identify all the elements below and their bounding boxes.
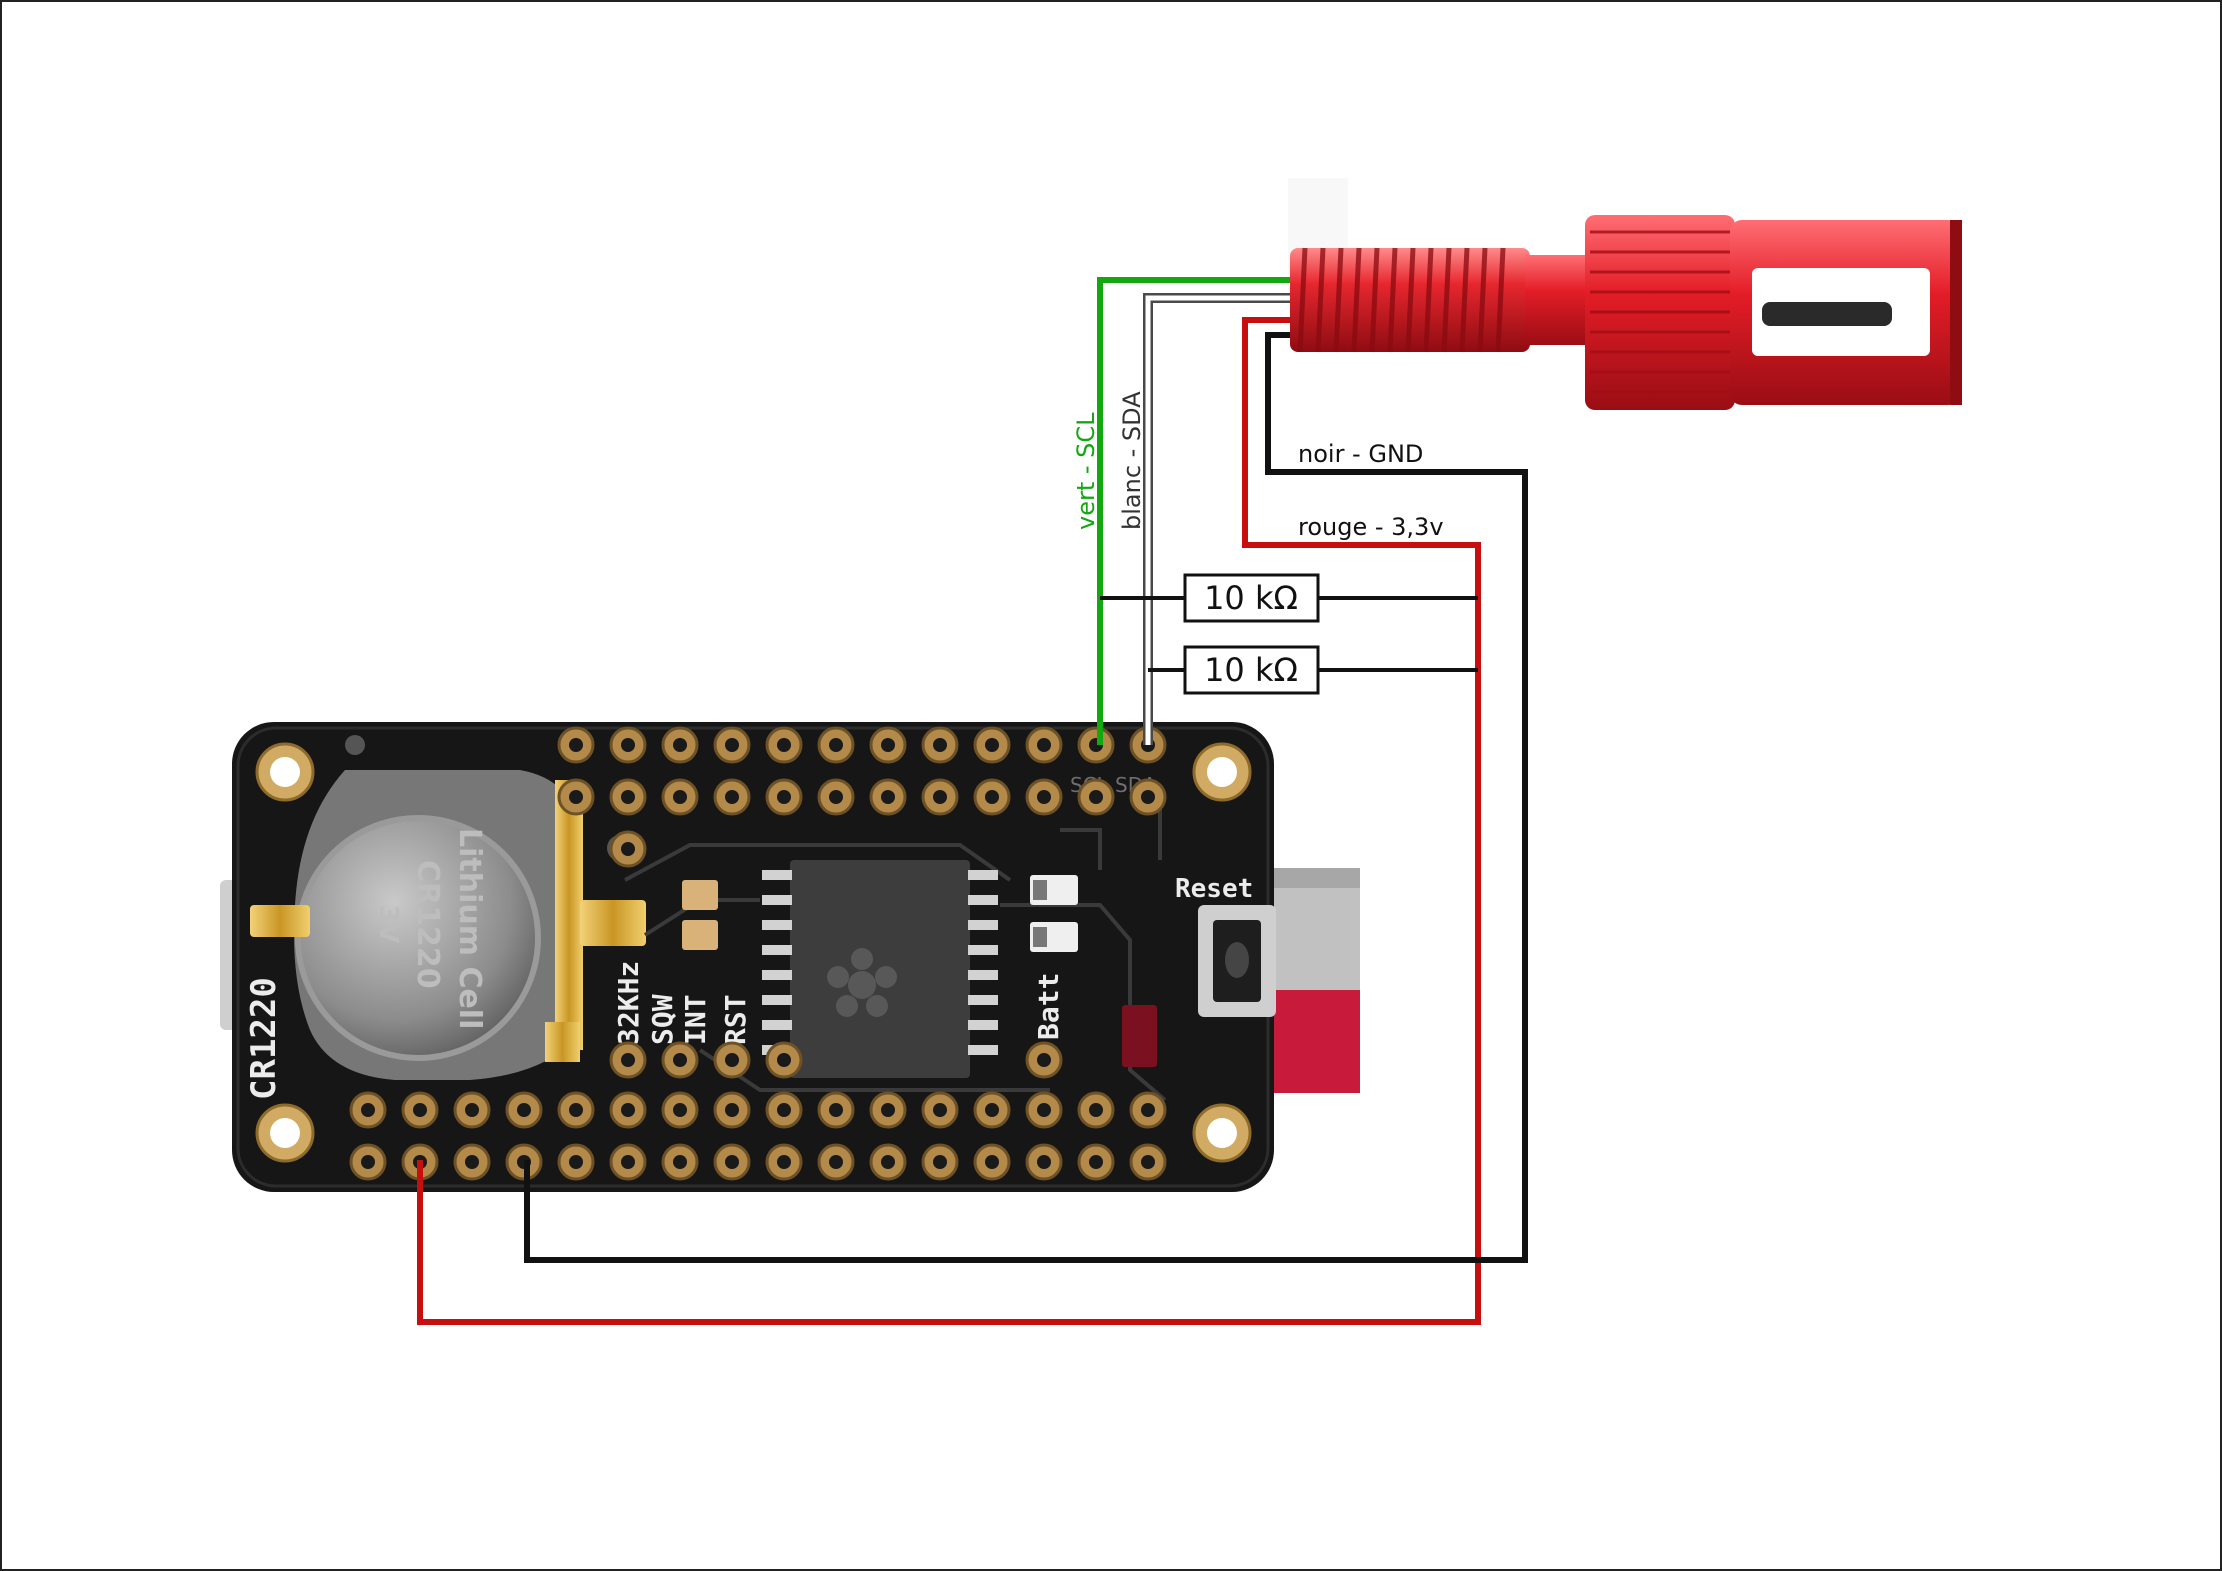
- header-pad-hole: [621, 1053, 635, 1067]
- header-pad-hole: [933, 1103, 947, 1117]
- header-pad-hole: [621, 1155, 635, 1169]
- reset-label: Reset: [1175, 874, 1253, 904]
- header-pad-hole: [517, 1103, 531, 1117]
- cell-text-voltage: 3V: [373, 905, 403, 943]
- header-pad-hole: [361, 1155, 375, 1169]
- header-pad-hole: [933, 1155, 947, 1169]
- header-pad-hole: [1037, 1155, 1051, 1169]
- header-pad-hole: [1037, 1103, 1051, 1117]
- pin-label-int: INT: [679, 994, 712, 1045]
- cell-text-lithium: Lithium Cell: [452, 828, 487, 1029]
- resistor-1: 10 kΩ: [1183, 573, 1320, 623]
- cell-text-model: CR1220: [410, 860, 445, 989]
- pin-label-32khz: 32KHz: [612, 961, 645, 1045]
- header-pad-hole: [569, 1155, 583, 1169]
- header-pad-hole: [1037, 790, 1051, 804]
- pin-label-rst: RST: [719, 994, 752, 1045]
- header-pad-hole: [465, 1103, 479, 1117]
- scl-wire-label: vert - SCL: [1072, 412, 1100, 530]
- header-pad-hole: [673, 1053, 687, 1067]
- header-pad-hole: [413, 1103, 427, 1117]
- coin-cell: [295, 815, 541, 1061]
- header-pad-hole: [985, 790, 999, 804]
- header-pad-hole: [829, 790, 843, 804]
- header-pad-hole: [1037, 1053, 1051, 1067]
- gnd-wire: [524, 332, 1528, 1263]
- header-pad-hole: [777, 790, 791, 804]
- header-pad-hole: [725, 738, 739, 752]
- cr1220-silk-label: CR1220: [244, 977, 284, 1100]
- header-pad-hole: [881, 738, 895, 752]
- rtc-featherwing-board: Lithium Cell CR1220 3V CR1220: [220, 722, 1360, 1192]
- header-pad-hole: [881, 1155, 895, 1169]
- header-pad-hole: [777, 1053, 791, 1067]
- header-pad-hole: [725, 1155, 739, 1169]
- resistor-2: 10 kΩ: [1183, 645, 1320, 695]
- header-pad-hole: [881, 1103, 895, 1117]
- header-pad-hole: [777, 738, 791, 752]
- header-pad-hole: [1089, 790, 1103, 804]
- header-pad-hole: [1089, 1103, 1103, 1117]
- header-pad-hole: [1141, 1103, 1155, 1117]
- sensor-probe: [1288, 178, 1962, 410]
- header-pad-hole: [673, 1155, 687, 1169]
- header-pad-hole: [673, 1103, 687, 1117]
- header-pad-hole: [933, 790, 947, 804]
- header-pad-hole: [569, 790, 583, 804]
- header-pad-hole: [621, 842, 635, 856]
- pin-label-sqw: SQW: [646, 994, 679, 1045]
- vcc-wire-label: rouge - 3,3v: [1298, 513, 1444, 541]
- resistor-2-label: 10 kΩ: [1204, 651, 1298, 689]
- batt-label: Batt: [1032, 973, 1065, 1040]
- header-pad-hole: [725, 1053, 739, 1067]
- header-pad-hole: [569, 738, 583, 752]
- header-pad-hole: [621, 790, 635, 804]
- header-pad-hole: [725, 790, 739, 804]
- header-pad-hole: [985, 1103, 999, 1117]
- header-pad-hole: [725, 1103, 739, 1117]
- header-pad-hole: [621, 1103, 635, 1117]
- sda-wire-label: blanc - SDA: [1118, 391, 1146, 530]
- header-pad-hole: [829, 738, 843, 752]
- header-pad-hole: [829, 1155, 843, 1169]
- gnd-wire-label: noir - GND: [1298, 440, 1423, 468]
- header-pad-hole: [465, 1155, 479, 1169]
- adafruit-logo-icon: [827, 948, 897, 1017]
- header-pad-hole: [829, 1103, 843, 1117]
- header-pad-hole: [621, 738, 635, 752]
- header-pad-hole: [1141, 790, 1155, 804]
- header-pad-hole: [777, 1103, 791, 1117]
- header-pad-hole: [881, 790, 895, 804]
- header-pad-hole: [1141, 1155, 1155, 1169]
- header-pad-hole: [361, 1103, 375, 1117]
- header-pad-hole: [1037, 738, 1051, 752]
- header-pad-hole: [985, 738, 999, 752]
- resistor-1-label: 10 kΩ: [1204, 579, 1298, 617]
- wires: [417, 277, 1528, 1325]
- header-pad-hole: [1089, 1155, 1103, 1169]
- header-pad-hole: [933, 738, 947, 752]
- header-pad-hole: [777, 1155, 791, 1169]
- header-pad-hole: [569, 1103, 583, 1117]
- header-pad-hole: [985, 1155, 999, 1169]
- header-pad-hole: [673, 738, 687, 752]
- vcc-wire: [417, 317, 1481, 1325]
- header-pad-hole: [673, 790, 687, 804]
- scl-wire: [1097, 277, 1290, 745]
- header-pads: [349, 726, 1167, 1181]
